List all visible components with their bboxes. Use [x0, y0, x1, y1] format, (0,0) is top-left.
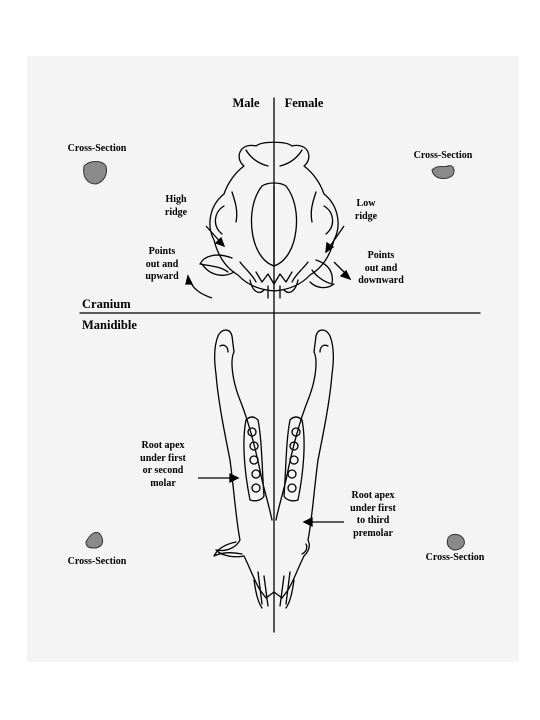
low-ridge-label: Low ridge [354, 198, 378, 222]
cranium-drawing [199, 141, 339, 299]
male-root-apex-label: Root apex under first or second molar [140, 440, 186, 489]
mandible-cross-section-male [85, 531, 104, 549]
cranium-cross-section-label-female: Cross-Section [413, 150, 473, 161]
mandible-cross-section-female [446, 533, 465, 551]
cranium-cross-section-female [431, 165, 455, 179]
male-header: Male [232, 96, 260, 110]
mandible-drawing [213, 329, 334, 609]
cranium-cross-section-male [83, 161, 107, 185]
female-header: Female [284, 96, 324, 110]
points-downward-label: Points out and downward [358, 250, 404, 286]
arrow-points-up [189, 279, 213, 299]
cranium-cross-section-label-male: Cross-Section [67, 143, 127, 154]
mandible-cross-section-label-female: Cross-Section [425, 552, 485, 563]
figure-background [27, 56, 519, 662]
points-upward-label: Points out and upward [145, 246, 179, 282]
mandible-section-label: Manidible [82, 318, 137, 332]
cranium-section-label: Cranium [82, 297, 131, 311]
mandible-cross-section-label-male: Cross-Section [67, 556, 127, 567]
female-root-apex-label: Root apex under first to third premolar [350, 490, 396, 539]
high-ridge-label: High ridge [164, 194, 188, 218]
